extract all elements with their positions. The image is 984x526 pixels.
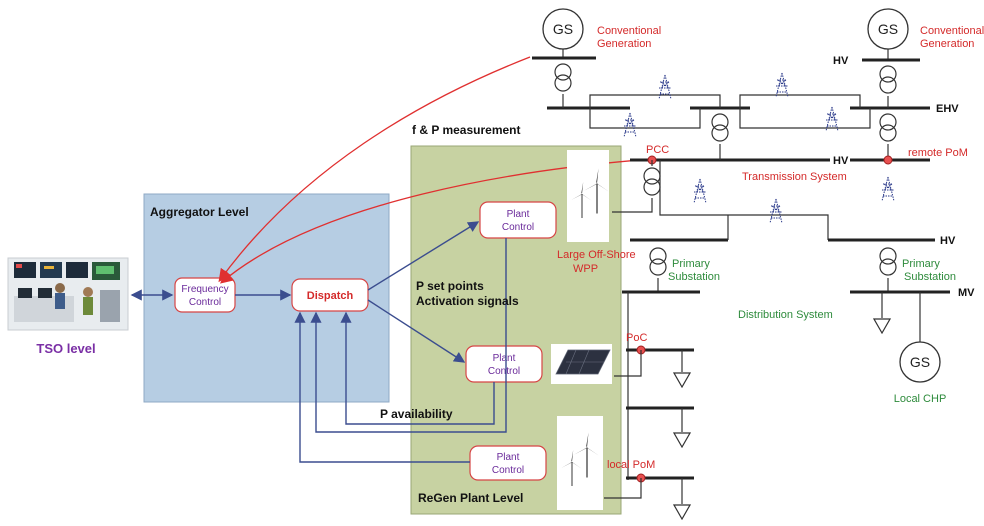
availability-feedback-1 [310,238,507,433]
transformer-primary-right [879,247,897,276]
tower-icon-3 [623,112,637,138]
dispatch-to-plant-2-arrow [367,299,466,363]
transformer-remote-pom [879,113,897,142]
conventional-left-2: Generation [597,38,651,50]
local-pom-label: local PoM [607,459,655,471]
wind-turbines-wpp [567,150,610,242]
conventional-left-1: Conventional [597,25,661,37]
gs-left-label: GS [553,21,573,37]
mv-label: MV [958,287,975,299]
plant-control-2-label-1: Plant [493,353,516,364]
conventional-right-2: Generation [920,38,974,50]
tower-icon-7 [881,176,895,202]
dispatch-to-plant-1-arrow [367,221,480,291]
transformer-wpp [643,167,661,196]
tso-operator-icon [7,257,129,331]
load-1 [673,372,691,388]
gs-chp-label: GS [910,354,930,370]
wpp-label-2: WPP [573,263,598,275]
plant-control-1: Plant Control [479,201,557,239]
wpp-label-1: Large Off-Shore [557,249,636,261]
transformer-ehv-hv [711,113,729,142]
load-2 [673,432,691,448]
plant-control-3-label-1: Plant [497,452,520,463]
generator-local-chp: GS [899,341,941,383]
remote-pom-label: remote PoM [908,147,968,159]
setpoints-label-2: Activation signals [416,294,519,308]
frequency-control-node: Frequency Control [174,277,236,313]
remote-pom-point [883,155,893,165]
availability-feedback-2 [340,311,495,425]
frequency-control-label-2: Control [189,297,221,308]
measurement-curve-conventional [218,56,531,283]
dispatch-label: Dispatch [307,290,354,302]
plant-control-2-label-2: Control [488,366,520,377]
primary-left-1: Primary [672,258,710,270]
solar-panels [551,344,612,384]
generator-right: GS [867,8,909,50]
hv-label-top: HV [833,55,849,67]
transformer-primary-left [649,247,667,276]
transmission-label: Transmission System [742,171,847,183]
availability-feedback-3 [294,311,470,463]
plant-control-3-label-2: Control [492,465,524,476]
distribution-label: Distribution System [738,309,833,321]
gs-right-label: GS [878,21,898,37]
aggregator-title: Aggregator Level [150,205,249,219]
tso-level-label: TSO level [36,341,95,356]
hv-label-bottom: HV [940,235,956,247]
plant-control-3: Plant Control [469,445,547,481]
regen-title: ReGen Plant Level [418,491,523,505]
plant-control-1-label-2: Control [502,222,534,233]
conventional-right-1: Conventional [920,25,984,37]
pcc-label: PCC [646,144,669,156]
dispatch-node: Dispatch [291,278,369,312]
hv-label-mid: HV [833,155,849,167]
transformer-gen-right [879,65,897,94]
primary-right-1: Primary [902,258,940,270]
transformer-gen-left [554,63,572,92]
wind-turbines-local [557,416,603,510]
plant-control-2: Plant Control [465,345,543,383]
poc-label: PoC [626,332,647,344]
primary-left-2: Substation [668,271,720,283]
load-mv-right [873,318,891,334]
tower-icon-5 [693,178,707,204]
generator-left: GS [542,8,584,50]
primary-right-2: Substation [904,271,956,283]
setpoints-label-1: P set points [416,279,484,293]
ehv-label: EHV [936,103,959,115]
tower-icon-6 [769,198,783,224]
measurement-label: f & P measurement [412,123,521,137]
tower-icon-2 [775,72,789,98]
plant-control-1-label-1: Plant [507,209,530,220]
local-chp-label: Local CHP [894,393,947,405]
frequency-control-label-1: Frequency [181,284,228,295]
load-3 [673,504,691,520]
availability-label: P availability [380,407,453,421]
